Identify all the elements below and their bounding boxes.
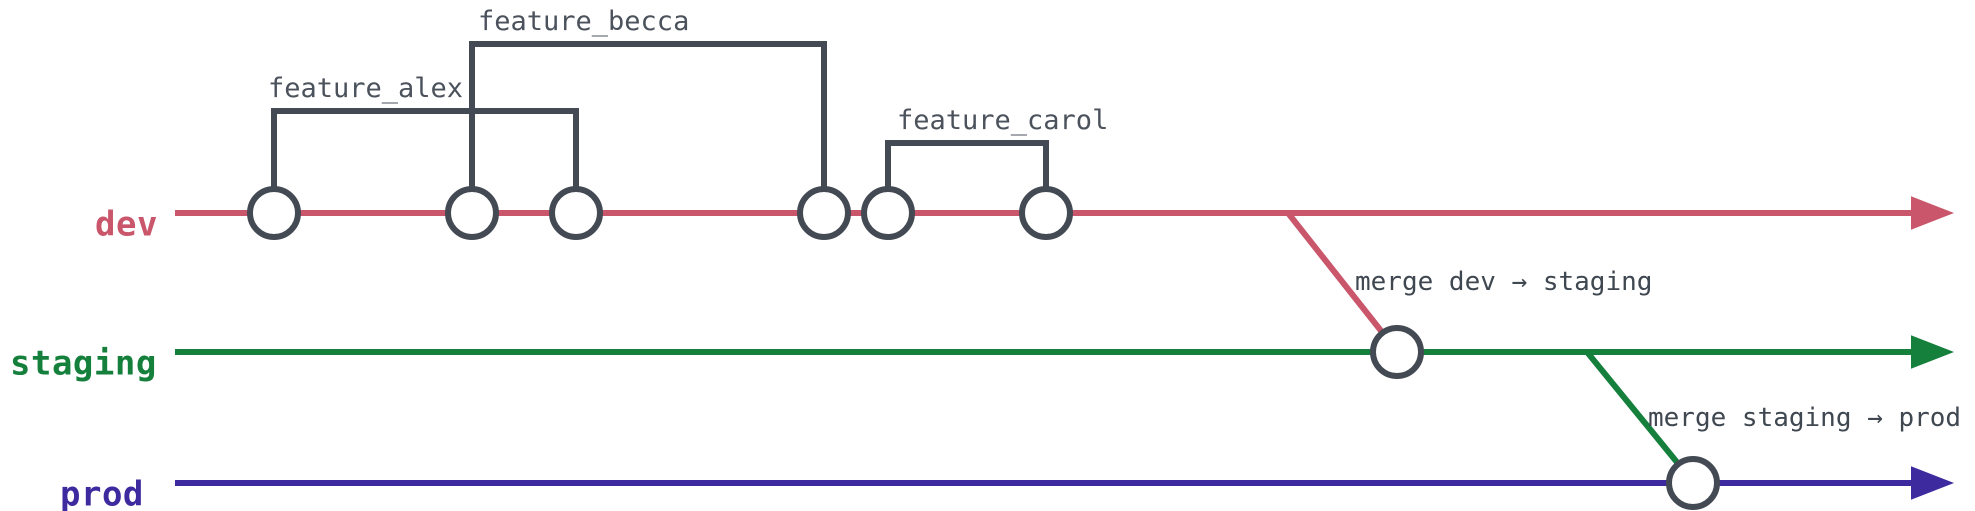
merge-connector-dev-to-staging (1285, 211, 1396, 348)
merge-line-dev-staging (1285, 211, 1396, 348)
branch-lane-prod: prod (60, 466, 1954, 511)
branch-lane-staging: staging (10, 335, 1954, 384)
commit-node[interactable] (861, 186, 915, 240)
merge-line-staging-prod (1584, 350, 1692, 479)
feature_carol-bracket (885, 140, 1049, 189)
branch-label-staging: staging (10, 344, 157, 384)
feature_becca-label: feature_becca (478, 6, 689, 37)
branch-label-dev: dev (95, 205, 158, 245)
branch-lane-dev: dev (95, 196, 1954, 245)
feature_carol-label: feature_carol (897, 105, 1108, 136)
commit-node[interactable] (445, 186, 499, 240)
staging-merge-commit-node[interactable] (1370, 325, 1424, 379)
commit-node[interactable] (1019, 186, 1073, 240)
commit-node[interactable] (797, 186, 851, 240)
merge-connector-staging-to-prod (1584, 350, 1692, 479)
merge-label-dev-to-staging: merge dev → staging (1355, 267, 1652, 297)
prod-merge-commit-node[interactable] (1666, 456, 1720, 510)
feature_becca-bracket (469, 41, 827, 189)
feature-branch-feature_alex: feature_alex (268, 73, 579, 189)
commit-node[interactable] (549, 186, 603, 240)
feature_alex-label: feature_alex (268, 73, 463, 104)
feature-branch-feature_carol: feature_carol (885, 105, 1108, 189)
feature_alex-bracket (271, 108, 579, 189)
merge-label-staging-to-prod: merge staging → prod (1648, 403, 1961, 433)
feature-branch-feature_becca: feature_becca (469, 6, 827, 189)
commit-node[interactable] (247, 186, 301, 240)
commit-nodes-dev (247, 186, 1073, 240)
branch-label-prod: prod (60, 475, 144, 511)
commit-nodes-merge (1370, 325, 1720, 510)
